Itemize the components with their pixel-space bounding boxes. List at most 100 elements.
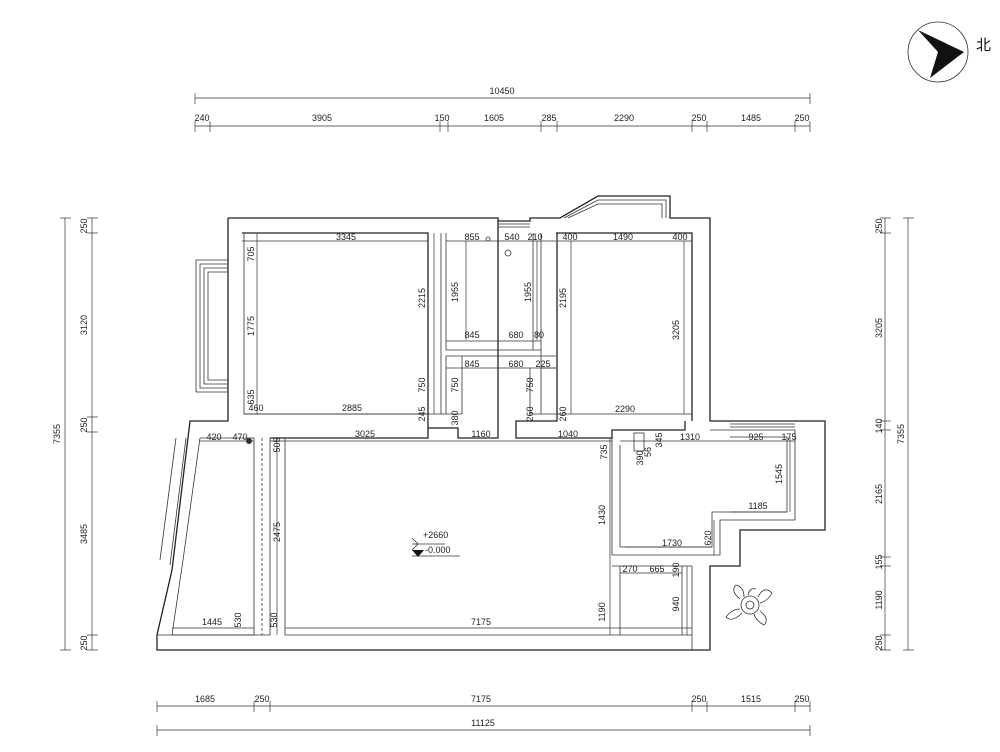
pipe-icon bbox=[485, 236, 491, 242]
dim-label: 1310 bbox=[680, 432, 700, 442]
dim-label: 260 bbox=[525, 406, 535, 421]
left-dimension-total: 7355 bbox=[52, 217, 71, 651]
living-room-dimensions: 3025 1160 1040 1310 925 175 735 390 56 3… bbox=[355, 429, 797, 627]
left-seg-label: 250 bbox=[79, 635, 89, 650]
dim-label: 270 bbox=[622, 564, 637, 574]
dim-label: 680 bbox=[508, 330, 523, 340]
level-triangle-icon bbox=[412, 550, 424, 557]
dim-label: 540 bbox=[504, 232, 519, 242]
dim-label: 390 bbox=[635, 450, 645, 465]
bottom-seg-label: 1515 bbox=[741, 694, 761, 704]
interior-dimension-lines bbox=[172, 233, 795, 635]
top-seg-label: 1605 bbox=[484, 113, 504, 123]
top-seg-label: 285 bbox=[541, 113, 556, 123]
left-seg-label: 250 bbox=[79, 218, 89, 233]
right-dimension-segments: 250 3205 140 2165 155 1190 250 bbox=[874, 217, 891, 651]
elevation-upper: +2660 bbox=[423, 530, 448, 540]
dim-label: 210 bbox=[527, 232, 542, 242]
dim-label: 2195 bbox=[558, 288, 568, 308]
dim-label: 1430 bbox=[597, 505, 607, 525]
plant-icon bbox=[725, 584, 773, 626]
dim-label: 56 bbox=[643, 447, 653, 457]
dim-label: 190 bbox=[671, 562, 681, 577]
dim-label: 705 bbox=[246, 246, 256, 261]
dim-label: 635 bbox=[246, 389, 256, 404]
dim-label: 3025 bbox=[355, 429, 375, 439]
dim-label: 400 bbox=[672, 232, 687, 242]
bottom-seg-label: 250 bbox=[794, 694, 809, 704]
top-seg-label: 3905 bbox=[312, 113, 332, 123]
left-seg-label: 3120 bbox=[79, 315, 89, 335]
dim-label: 845 bbox=[464, 359, 479, 369]
top-seg-label: 150 bbox=[434, 113, 449, 123]
dim-label: 1775 bbox=[246, 316, 256, 336]
north-label: 北 bbox=[976, 36, 991, 54]
dim-label: 1955 bbox=[450, 282, 460, 302]
dim-label: 2885 bbox=[342, 403, 362, 413]
dim-label: 2290 bbox=[615, 404, 635, 414]
bottom-seg-label: 250 bbox=[691, 694, 706, 704]
dim-label: 420 bbox=[206, 432, 221, 442]
bottom-total-label: 11125 bbox=[471, 718, 495, 728]
dim-label: 470 bbox=[232, 432, 247, 442]
right-seg-label: 140 bbox=[874, 418, 884, 433]
bottom-dimension-total: 11125 bbox=[156, 718, 811, 736]
dim-label: 855 bbox=[464, 232, 479, 242]
top-seg-label: 2290 bbox=[614, 113, 634, 123]
dim-label: 530 bbox=[269, 612, 279, 627]
north-arrow: 北 bbox=[907, 21, 991, 83]
balcony-dimensions: 420 470 505 2475 1445 530 530 bbox=[202, 432, 282, 628]
exterior-walls bbox=[156, 195, 826, 651]
dim-label: 750 bbox=[525, 377, 535, 392]
right-seg-label: 155 bbox=[874, 554, 884, 569]
right-dimension-total: 7355 bbox=[896, 217, 914, 651]
bottom-seg-label: 7175 bbox=[471, 694, 491, 704]
elevation-lower: -0.000 bbox=[425, 545, 451, 555]
top-dimension-total: 10450 bbox=[194, 86, 811, 104]
right-seg-label: 250 bbox=[874, 218, 884, 233]
dim-label: 680 bbox=[508, 359, 523, 369]
dim-label: 940 bbox=[671, 596, 681, 611]
left-seg-label: 3485 bbox=[79, 524, 89, 544]
left-total-label: 7355 bbox=[52, 424, 62, 444]
dim-label: 925 bbox=[748, 432, 763, 442]
dim-label: 1040 bbox=[558, 429, 578, 439]
right-seg-label: 3205 bbox=[874, 318, 884, 338]
bottom-seg-label: 250 bbox=[254, 694, 269, 704]
elevation-marker: +2660 -0.000 bbox=[411, 530, 460, 557]
top-seg-label: 250 bbox=[691, 113, 706, 123]
dim-label: 620 bbox=[703, 530, 713, 545]
drain-icon bbox=[504, 249, 512, 257]
dim-label: 1185 bbox=[748, 501, 767, 511]
right-seg-label: 1190 bbox=[874, 590, 884, 609]
dim-label: 665 bbox=[649, 564, 664, 574]
dim-label: 3345 bbox=[336, 232, 356, 242]
dim-label: 530 bbox=[233, 612, 243, 627]
top-dimension-segments: 240 3905 150 1605 285 2290 250 1485 250 bbox=[194, 113, 811, 132]
dim-label: 1490 bbox=[613, 232, 633, 242]
dim-label: 345 bbox=[654, 432, 664, 447]
dim-label: 460 bbox=[248, 403, 263, 413]
north-pointer-icon bbox=[918, 30, 964, 78]
right-seg-label: 2165 bbox=[874, 484, 884, 504]
dim-label: 175 bbox=[781, 432, 796, 442]
dim-label: 380 bbox=[450, 410, 460, 425]
dim-label: 2475 bbox=[272, 522, 282, 542]
dim-label: 1730 bbox=[662, 538, 682, 548]
corridor-dimensions: 855 540 210 1955 1955 845 680 80 845 680… bbox=[450, 232, 568, 426]
dim-label: 2215 bbox=[417, 288, 427, 308]
dim-label: 1445 bbox=[202, 617, 222, 627]
bottom-dimension-segments: 1685 250 7175 250 1515 250 bbox=[156, 694, 811, 712]
dim-label: 7175 bbox=[471, 617, 491, 627]
dim-label: 3205 bbox=[671, 320, 681, 340]
bottom-seg-label: 1685 bbox=[195, 694, 215, 704]
dim-label: 1190 bbox=[597, 602, 607, 621]
dim-label: 245 bbox=[417, 406, 427, 421]
top-total-label: 10450 bbox=[489, 86, 514, 96]
top-seg-label: 240 bbox=[194, 113, 209, 123]
dim-label: 1545 bbox=[774, 464, 784, 484]
bedroom-left-dimensions: 3345 705 1775 635 460 2885 2215 750 245 bbox=[246, 232, 427, 422]
dim-label: 750 bbox=[417, 377, 427, 392]
left-dimension-segments: 250 3120 250 3485 250 bbox=[79, 217, 98, 651]
